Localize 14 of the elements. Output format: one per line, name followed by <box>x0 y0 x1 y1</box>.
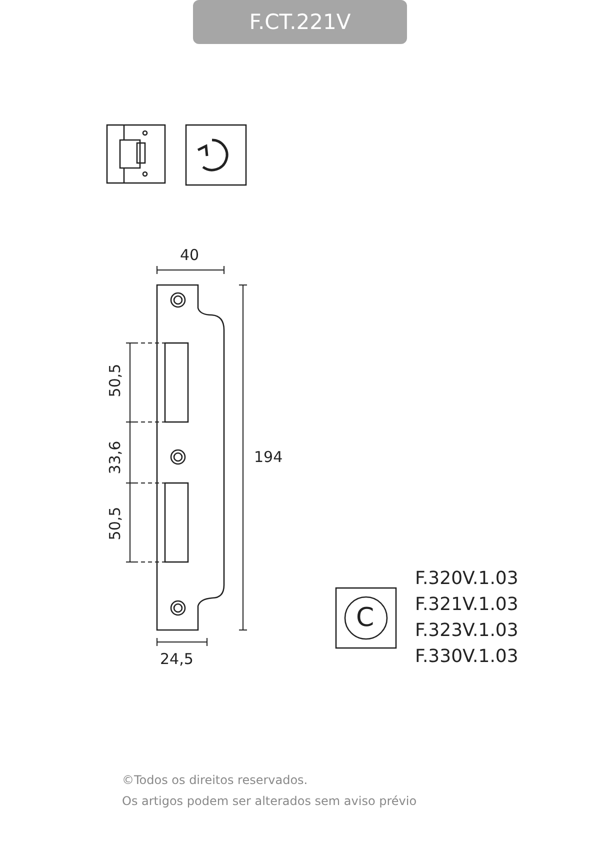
dimension-label: 33,6 <box>108 440 124 474</box>
disclaimer-note: Os artigos podem ser alterados sem aviso prévio <box>122 795 417 807</box>
part-number: F.323V.1.03 <box>415 622 518 640</box>
title: F.CT.221V <box>248 12 352 33</box>
dimension-label: 40 <box>180 248 200 263</box>
symbol-letter: C <box>356 605 374 631</box>
dimension-label: 50,5 <box>108 364 124 398</box>
copyright-notice: ©Todos os direitos reservados. <box>122 774 308 786</box>
dimension-label: 50,5 <box>108 506 124 540</box>
part-number: F.330V.1.03 <box>415 648 518 666</box>
dimension-label: 194 <box>254 450 283 465</box>
part-number: F.321V.1.03 <box>415 596 518 614</box>
part-number: F.320V.1.03 <box>415 570 518 588</box>
dimension-label: 24,5 <box>160 652 194 667</box>
